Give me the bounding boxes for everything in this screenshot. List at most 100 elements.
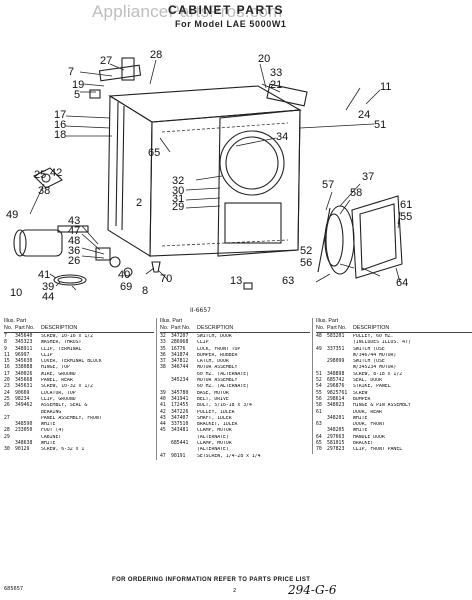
cell-illus-no: 30: [4, 447, 10, 453]
cell-description: SHAFT, IDLER: [197, 415, 232, 421]
cell-illus-no: 23: [4, 384, 10, 390]
cell-illus-no: 15: [4, 359, 10, 365]
cell-illus-no: 28: [4, 428, 10, 434]
cell-part-no: 340026: [15, 371, 33, 377]
cell-part-no: 96997: [15, 352, 30, 358]
header-no: No.: [160, 325, 169, 331]
cell-description: MOTOR ASSEMBLY: [197, 378, 238, 384]
cell-illus-no: 41: [160, 403, 166, 409]
column-header-row: No. Part No. DESCRIPTION: [316, 325, 472, 333]
handwritten-note: 294-G-6: [288, 583, 337, 597]
callout-43: 43: [68, 215, 80, 227]
exploded-parts-diagram: 7 19 5 27 28 20 33 21 11 24 51 17 16 18 …: [6, 49, 412, 303]
callout-30: 30: [172, 185, 184, 197]
cell-illus-no: 38: [160, 365, 166, 371]
table-row: (ALTERNATE): [160, 435, 310, 441]
cell-illus-no: 55: [316, 390, 322, 396]
callout-11: 11: [380, 81, 391, 93]
cell-part-no: 347226: [171, 409, 189, 415]
cell-illus-no: 54: [316, 384, 322, 390]
callout-34: 34: [276, 131, 288, 143]
cell-description: WHITE: [353, 428, 368, 434]
cell-description: SCREW: [353, 390, 368, 396]
callout-48: 48: [68, 235, 80, 247]
callout-20: 20: [258, 53, 270, 65]
cell-description: FOOT (4): [41, 428, 65, 434]
cell-description: LOCATOR, TOP: [41, 390, 76, 396]
callout-labels: 7 19 5 27 28 20 33 21 11 24 51 17 16 18 …: [6, 49, 412, 303]
column-header-illus: Illus. Part: [160, 318, 183, 324]
callout-70: 70: [160, 273, 172, 285]
column-header-row: No. Part No. DESCRIPTION: [4, 325, 154, 333]
cell-illus-no: 36: [160, 352, 166, 358]
cell-illus-no: 44: [160, 422, 166, 428]
cell-description: DOOR, FRONT: [353, 422, 385, 428]
column-header-illus: Illus. Part: [4, 318, 27, 324]
table-row: (INCLUDES ILLUS. 47): [316, 340, 472, 346]
cell-description: CLIP, FRONT PANEL: [353, 447, 403, 453]
callout-52: 52: [300, 245, 312, 257]
callout-7: 7: [68, 66, 74, 78]
cell-description: DOOR, REAR: [353, 409, 382, 415]
cell-part-no: 343481: [171, 428, 189, 434]
cell-part-no: 347812: [171, 359, 189, 365]
cell-illus-no: 65: [316, 441, 322, 447]
cell-illus-no: 52: [316, 378, 322, 384]
cell-description: BRACKET, IDLER: [197, 422, 238, 428]
header-part-no: Part No.: [171, 325, 191, 331]
cell-illus-no: 45: [160, 428, 166, 434]
cell-part-no: 348911: [15, 346, 33, 352]
cell-illus-no: 48: [316, 334, 322, 339]
cell-description: WHITE: [353, 415, 368, 421]
callout-21: 21: [270, 79, 282, 91]
cell-description: SCREW, 10-32 x 1/2: [41, 384, 93, 390]
callout-29: 29: [172, 201, 184, 213]
cell-part-no: 338088: [15, 365, 33, 371]
callout-18: 18: [54, 129, 66, 141]
watermark: AppliancePartsPros.com: [92, 2, 283, 21]
cell-description: CLIP: [41, 352, 53, 358]
cell-description: BOLT, 5/16-18 x 3/4: [197, 403, 252, 409]
callout-42: 42: [50, 167, 62, 179]
cell-description: SEAL, DOOR: [353, 378, 382, 384]
callout-25: 25: [34, 169, 46, 181]
callout-37: 37: [362, 171, 374, 183]
cell-part-no: 98234: [15, 396, 30, 402]
cell-illus-no: 43: [160, 415, 166, 421]
cell-description: W/345234 MOTOR): [353, 365, 397, 371]
cell-part-no: 298099: [327, 359, 345, 365]
cell-illus-no: 17: [4, 371, 10, 377]
cell-description: BUMPER, RUBBER: [197, 352, 238, 358]
column-header-row: No. Part No. DESCRIPTION: [160, 325, 310, 333]
cell-description: ASSEMBLY, SEAL &: [41, 403, 88, 409]
header-no: No.: [316, 325, 325, 331]
cell-description: CLAMP, MOTOR: [197, 441, 232, 447]
cell-part-no: 348590: [15, 422, 33, 428]
cell-description: (INCLUDES ILLUS. 47): [353, 340, 411, 346]
cell-part-no: 348638: [15, 441, 33, 447]
cell-part-no: 9825761: [327, 390, 348, 396]
cell-description: W/346744 MOTOR): [353, 352, 397, 358]
